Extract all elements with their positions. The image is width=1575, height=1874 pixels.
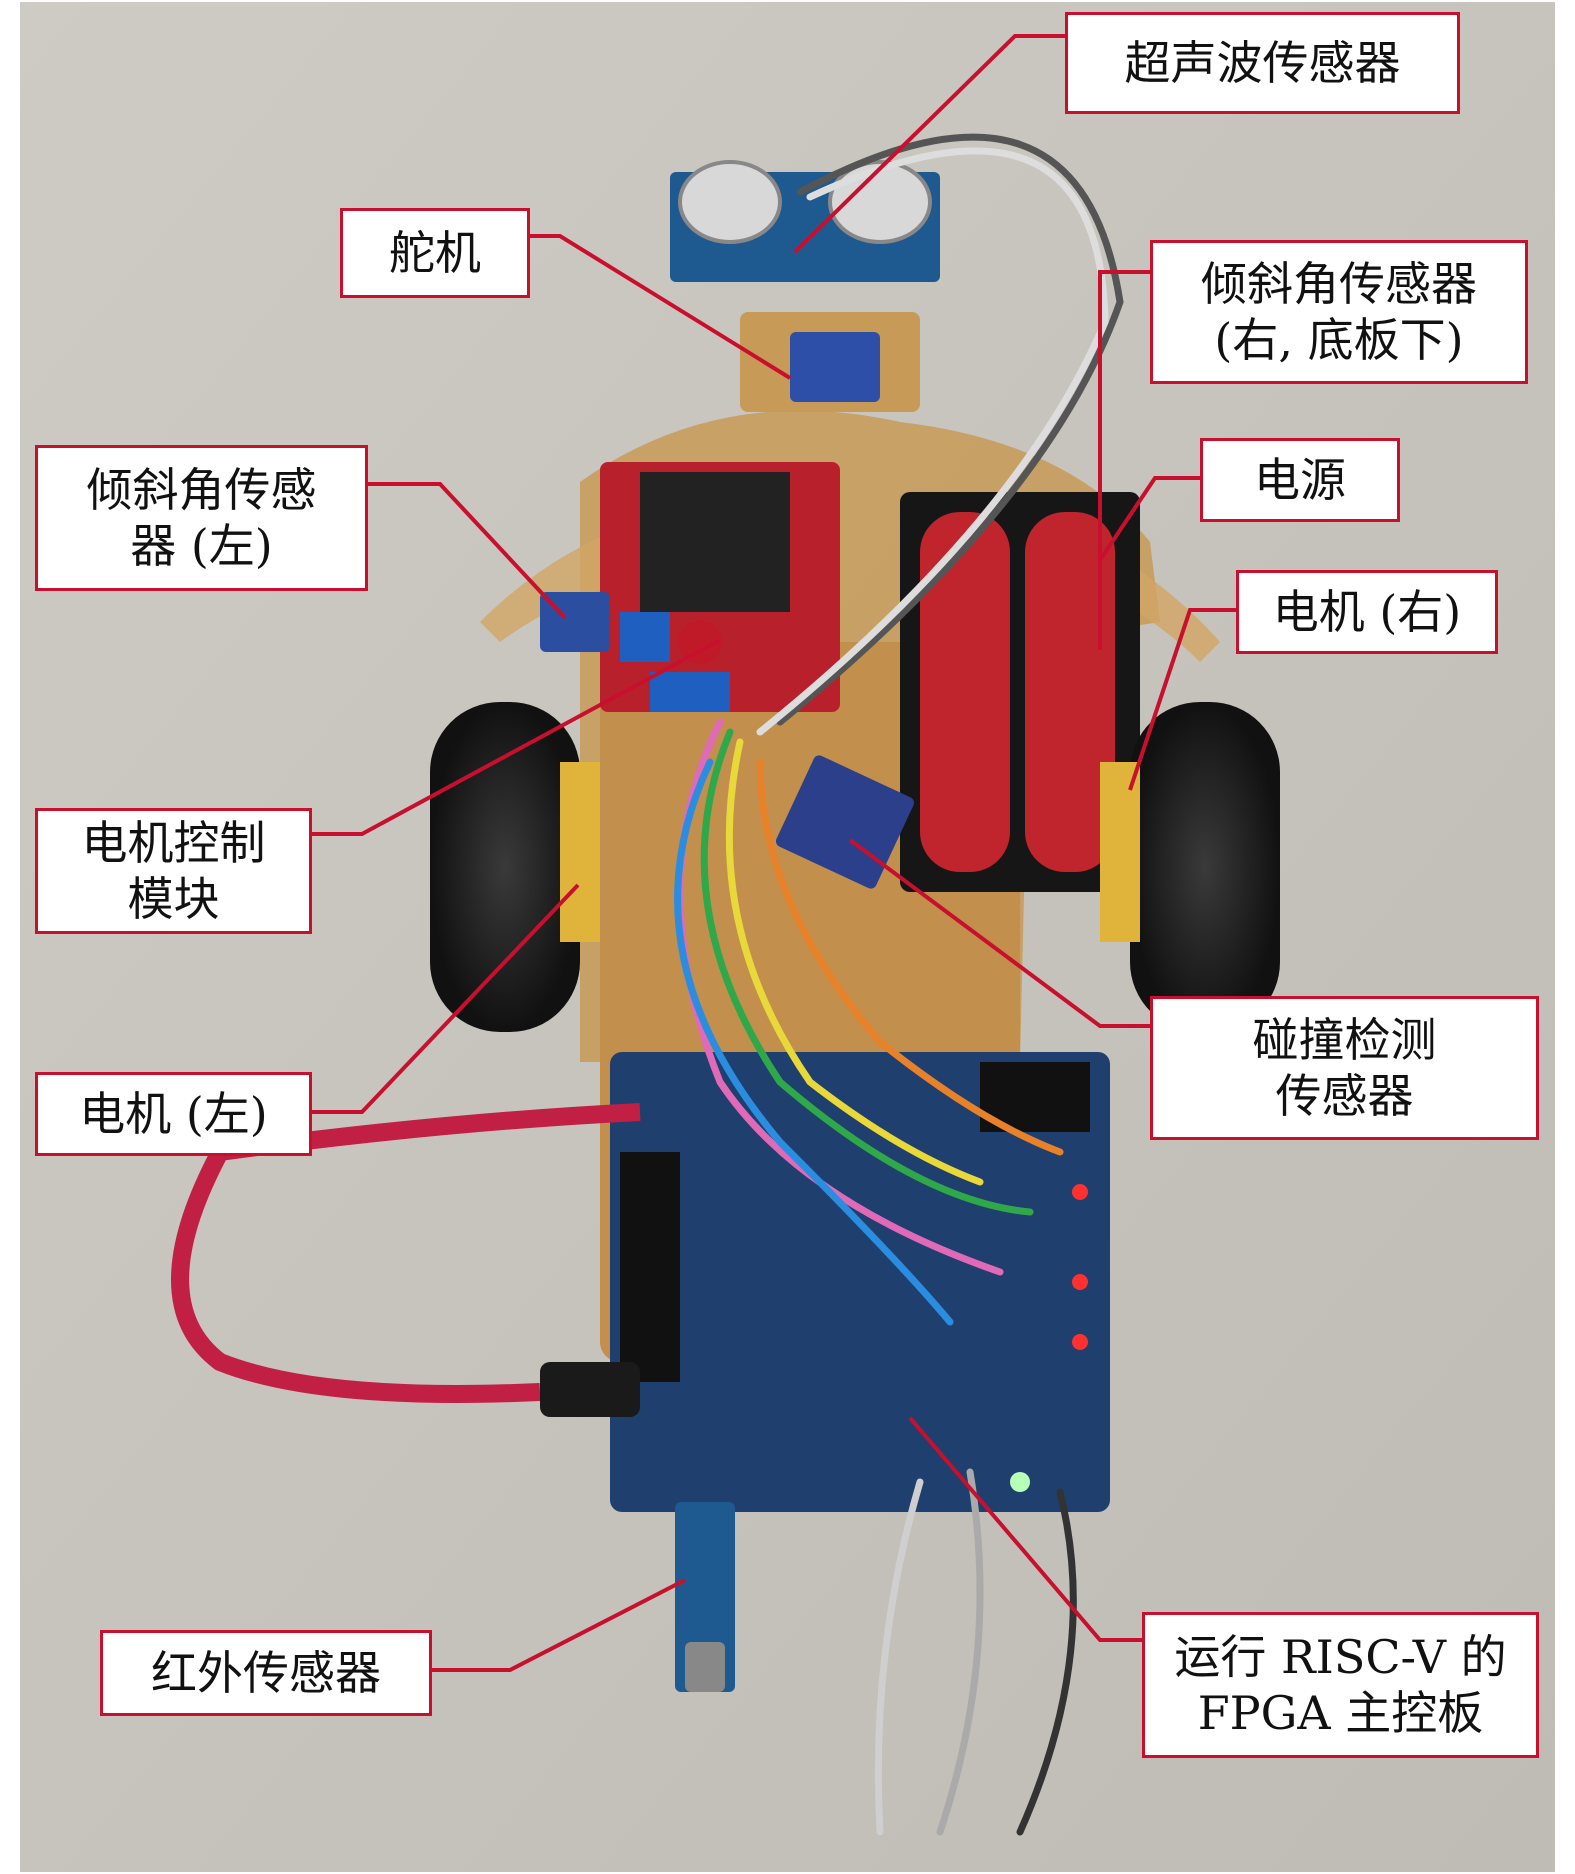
- label-text-line-2: 器 (左): [130, 519, 273, 573]
- label-tilt-sensor-right: 倾斜角传感器 (右, 底板下): [1150, 240, 1528, 384]
- label-fpga-board: 运行 RISC-V 的 FPGA 主控板: [1142, 1612, 1539, 1758]
- label-text-line-2: 传感器: [1275, 1069, 1414, 1123]
- label-ir-sensor: 红外传感器: [100, 1630, 432, 1716]
- label-text-line-1: 倾斜角传感: [86, 463, 317, 517]
- label-tilt-sensor-left: 倾斜角传感 器 (左): [35, 445, 368, 591]
- label-text-line-2: (右, 底板下): [1214, 313, 1464, 367]
- label-text-line-1: 运行 RISC-V 的: [1174, 1630, 1507, 1684]
- label-text-line-2: 模块: [127, 872, 220, 926]
- label-text-line-2: FPGA 主控板: [1197, 1686, 1484, 1740]
- label-text: 电源: [1254, 453, 1346, 507]
- label-motor-right: 电机 (右): [1236, 570, 1498, 654]
- label-motor-left: 电机 (左): [35, 1072, 312, 1156]
- label-text-line-1: 倾斜角传感器: [1201, 257, 1477, 311]
- label-text-line-1: 碰撞检测: [1252, 1013, 1437, 1067]
- label-servo: 舵机: [340, 208, 530, 298]
- label-text: 超声波传感器: [1124, 36, 1401, 90]
- label-text: 红外传感器: [151, 1646, 381, 1700]
- label-text-line-1: 电机控制: [81, 816, 266, 870]
- label-text: 电机 (左): [79, 1087, 268, 1141]
- label-text: 电机 (右): [1272, 585, 1462, 639]
- label-motor-control-module: 电机控制 模块: [35, 808, 312, 934]
- label-ultrasonic-sensor: 超声波传感器: [1065, 12, 1460, 114]
- label-collision-sensor: 碰撞检测 传感器: [1150, 996, 1539, 1140]
- label-text: 舵机: [389, 226, 481, 280]
- label-power: 电源: [1200, 438, 1400, 522]
